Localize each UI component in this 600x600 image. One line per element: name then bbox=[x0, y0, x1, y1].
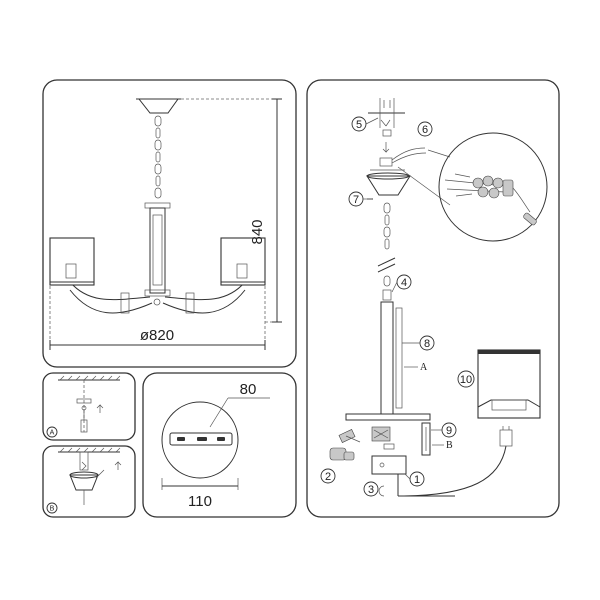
svg-text:3: 3 bbox=[368, 484, 374, 496]
part-letter-a: A bbox=[420, 362, 428, 373]
callout-9: 9 bbox=[441, 422, 457, 438]
plate-depth-dimension: 80 bbox=[240, 381, 257, 398]
callout-5: 5 bbox=[351, 116, 367, 132]
right-shade bbox=[220, 237, 266, 286]
svg-text:8: 8 bbox=[424, 338, 430, 350]
shade-part bbox=[477, 349, 541, 419]
left-shade bbox=[49, 237, 95, 286]
callout-6: 6 bbox=[417, 121, 433, 137]
plate-width-dimension: 110 bbox=[188, 493, 212, 510]
step-a-marker: A bbox=[50, 430, 55, 437]
callout-4: 4 bbox=[396, 274, 412, 290]
panel-exploded-assembly: 5 6 7 4 8 10 9 2 bbox=[306, 79, 560, 518]
step-b-marker: B bbox=[50, 506, 55, 513]
svg-text:2: 2 bbox=[325, 471, 331, 483]
panel-overview: 840 ø820 bbox=[42, 79, 297, 368]
wiring-detail bbox=[397, 132, 548, 242]
panel-step-b: B bbox=[42, 445, 136, 518]
svg-text:1: 1 bbox=[414, 474, 420, 486]
svg-text:10: 10 bbox=[460, 374, 472, 386]
callout-10: 10 bbox=[457, 370, 475, 388]
panel-step-a: A bbox=[42, 372, 136, 441]
diameter-dimension: ø820 bbox=[140, 327, 174, 344]
svg-text:4: 4 bbox=[401, 277, 407, 289]
svg-text:6: 6 bbox=[422, 124, 428, 136]
chain bbox=[154, 115, 162, 199]
panel-mounting-plate: 80 110 bbox=[142, 372, 297, 518]
callout-1: 1 bbox=[409, 471, 425, 487]
svg-text:5: 5 bbox=[356, 119, 362, 131]
callout-7: 7 bbox=[348, 191, 364, 207]
callout-2: 2 bbox=[320, 468, 336, 484]
height-dimension: 840 bbox=[249, 219, 266, 244]
svg-text:9: 9 bbox=[446, 425, 452, 437]
callout-3: 3 bbox=[363, 481, 379, 497]
svg-text:7: 7 bbox=[353, 194, 359, 206]
part-letter-b: B bbox=[446, 440, 453, 451]
callout-8: 8 bbox=[419, 335, 435, 351]
